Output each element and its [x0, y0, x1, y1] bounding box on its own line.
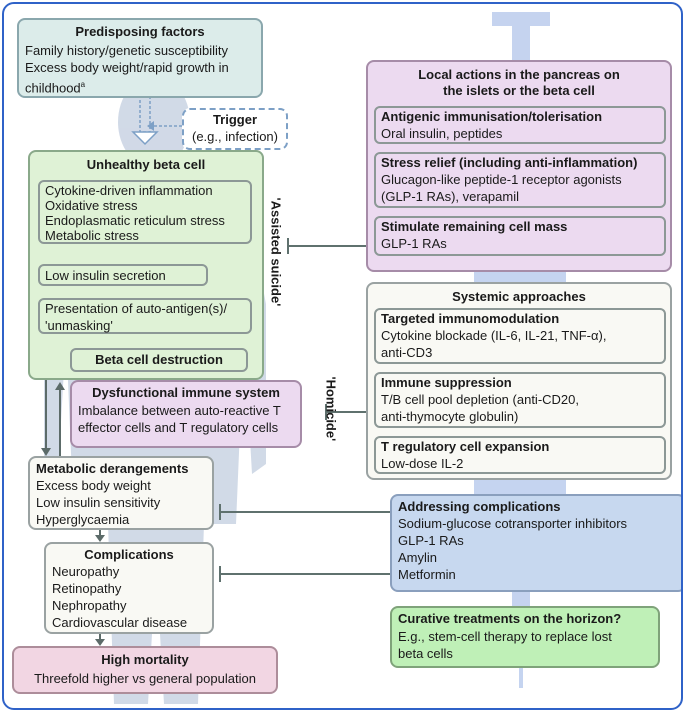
predisposing-line: Excess body weight/rapid growth in — [25, 60, 229, 75]
complication-item: Cardiovascular disease — [52, 615, 188, 630]
predisposing-title: Predisposing factors — [75, 24, 205, 39]
trigger-connector — [147, 121, 182, 131]
systemic-item-title: Targeted immunomodulation — [381, 311, 560, 326]
bidirectional-arrows — [41, 380, 65, 458]
beta-cell-destruction-box: Beta cell destruction — [70, 348, 248, 372]
metabolic-line: Excess body weight — [36, 478, 151, 493]
predisposing-line: childhood — [25, 80, 81, 96]
inhibition-lines — [219, 238, 390, 582]
local-item-stress-relief: Stress relief (including anti-inflammati… — [374, 152, 666, 208]
local-item-line: Oral insulin, peptides — [381, 126, 503, 141]
trigger-example: (e.g., infection) — [192, 129, 278, 144]
curative-title: Curative treatments on the horizon? — [398, 611, 622, 626]
high-mortality-box: High mortality Threefold higher vs gener… — [12, 646, 278, 694]
low-insulin-box: Low insulin secretion — [38, 264, 208, 286]
local-item-title: Stress relief (including anti-inflammati… — [381, 155, 638, 170]
metabolic-derangements-box: Metabolic derangements Excess body weigh… — [28, 456, 214, 530]
systemic-item-treg: T regulatory cell expansion Low-dose IL-… — [374, 436, 666, 474]
addressing-line: GLP-1 RAs — [398, 533, 464, 548]
trigger-title: Trigger — [212, 112, 258, 127]
local-title: the islets or the beta cell — [443, 83, 595, 98]
destruction-label: Beta cell destruction — [95, 352, 223, 367]
addressing-complications-box: Addressing complications Sodium-glucose … — [390, 494, 681, 592]
stress-box: Cytokine-driven inflammation Oxidative s… — [38, 180, 252, 244]
local-item-line: Glucagon-like peptide-1 receptor agonist… — [381, 172, 622, 187]
unhealthy-beta-cell-box: Unhealthy beta cell Cytokine-driven infl… — [28, 150, 264, 380]
local-actions-box: Local actions in the pancreas on the isl… — [366, 60, 672, 272]
metabolic-line: Hyperglycaemia — [36, 512, 130, 527]
local-item-title: Antigenic immunisation/tolerisation — [381, 109, 603, 124]
complications-title: Complications — [84, 547, 174, 562]
mortality-title: High mortality — [101, 652, 189, 667]
systemic-item-targeted: Targeted immunomodulation Cytokine block… — [374, 308, 666, 364]
local-title: Local actions in the pancreas on — [418, 67, 620, 82]
systemic-item-title: T regulatory cell expansion — [381, 439, 550, 454]
dysfunctional-immune-box: Dysfunctional immune system Imbalance be… — [70, 380, 302, 448]
addressing-title: Addressing complications — [398, 499, 561, 514]
metabolic-line: Low insulin sensitivity — [36, 495, 161, 510]
low-insulin-label: Low insulin secretion — [45, 268, 166, 283]
addressing-line: Sodium-glucose cotransporter inhibitors — [398, 516, 628, 531]
stress-item: Endoplasmatic reticulum stress — [45, 213, 225, 228]
stress-item: Oxidative stress — [45, 198, 138, 213]
systemic-title: Systemic approaches — [452, 289, 586, 304]
addressing-line: Amylin — [398, 550, 438, 565]
curative-line: beta cells — [398, 646, 453, 661]
systemic-item-line: Low-dose IL-2 — [381, 456, 464, 471]
addressing-line: Metformin — [398, 567, 456, 582]
stress-item: Cytokine-driven inflammation — [45, 183, 213, 198]
curative-line: E.g., stem-cell therapy to replace lost — [398, 629, 612, 644]
systemic-item-line: anti-thymocyte globulin) — [381, 409, 519, 424]
trigger-box: Trigger (e.g., infection) — [182, 108, 288, 150]
unhealthy-title: Unhealthy beta cell — [86, 157, 206, 172]
local-item-antigenic: Antigenic immunisation/tolerisation Oral… — [374, 106, 666, 144]
homicide-label: 'Homicide' — [323, 376, 339, 442]
local-item-stimulate: Stimulate remaining cell mass GLP-1 RAs — [374, 216, 666, 256]
footnote-marker: a — [80, 80, 86, 89]
presentation-box: Presentation of auto-antigen(s)/ 'unmask… — [38, 298, 252, 334]
complication-item: Nephropathy — [52, 598, 127, 613]
local-item-title: Stimulate remaining cell mass — [381, 219, 568, 234]
presentation-line: Presentation of auto-antigen(s)/ — [45, 301, 228, 316]
predisposing-line: Family history/genetic susceptibility — [25, 43, 229, 58]
systemic-approaches-box: Systemic approaches Targeted immunomodul… — [366, 282, 672, 480]
systemic-item-suppression: Immune suppression T/B cell pool depleti… — [374, 372, 666, 428]
systemic-item-line: Cytokine blockade (IL-6, IL-21, TNF-α), — [381, 328, 607, 343]
dysfunctional-line: effector cells and T regulatory cells — [78, 420, 279, 435]
stress-item: Metabolic stress — [45, 228, 139, 243]
local-item-line: (GLP-1 RAs), verapamil — [381, 189, 519, 204]
dysfunctional-title: Dysfunctional immune system — [92, 385, 280, 400]
predisposing-factors-box: Predisposing factors Family history/gene… — [17, 18, 263, 98]
mortality-line: Threefold higher vs general population — [34, 671, 256, 686]
downstream-arrows — [95, 530, 105, 646]
complication-item: Retinopathy — [52, 581, 122, 596]
metabolic-title: Metabolic derangements — [36, 461, 189, 476]
assisted-suicide-label: 'Assisted suicide' — [268, 197, 284, 307]
systemic-item-line: T/B cell pool depletion (anti-CD20, — [381, 392, 579, 407]
systemic-item-line: anti-CD3 — [381, 345, 433, 360]
complications-box: Complications Neuropathy Retinopathy Nep… — [44, 542, 214, 634]
presentation-line: 'unmasking' — [45, 318, 113, 333]
curative-treatments-box: Curative treatments on the horizon? E.g.… — [390, 606, 660, 668]
systemic-item-title: Immune suppression — [381, 375, 512, 390]
complication-item: Neuropathy — [52, 564, 120, 579]
dysfunctional-line: Imbalance between auto-reactive T — [78, 403, 281, 418]
local-item-line: GLP-1 RAs — [381, 236, 447, 251]
